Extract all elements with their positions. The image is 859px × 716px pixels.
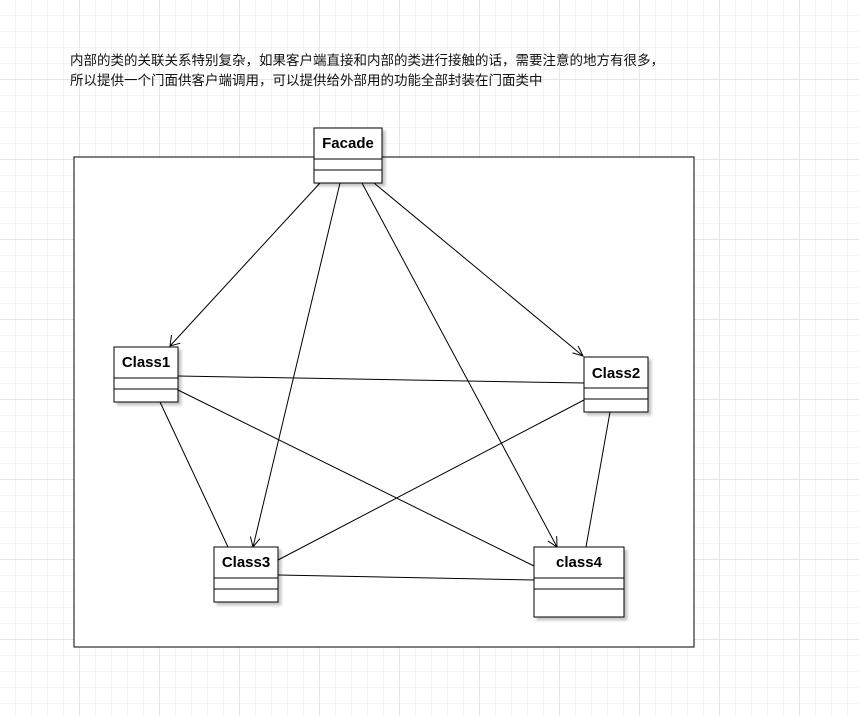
arrow-facade-class3[interactable] (252, 182, 341, 548)
arrowhead-class1 (169, 335, 181, 347)
facade-name: Facade (322, 135, 374, 152)
description-line-1: 内部的类的关联关系特别复杂，如果客户端直接和内部的类进行接触的话，需要注意的地方… (70, 53, 664, 69)
facade-box[interactable] (313, 127, 383, 184)
link-class1-class4[interactable] (177, 389, 535, 567)
class3-name: Class3 (222, 554, 270, 571)
class-box-class1[interactable]: Class1 (113, 346, 179, 403)
description-line-2: 所以提供一个门面供客户端调用，可以提供给外部用的功能全部封装在门面类中 (70, 73, 543, 89)
arrowhead-class2 (572, 345, 584, 357)
facade-associations (169, 182, 584, 549)
link-class1-class3[interactable] (159, 401, 229, 548)
internal-associations (159, 375, 611, 581)
link-class1-class2[interactable] (177, 375, 585, 384)
class1-box[interactable] (113, 346, 179, 403)
class4-box[interactable] (533, 546, 625, 618)
class-box-class2[interactable]: Class2 (583, 356, 649, 413)
class-box-class3[interactable]: Class3 (213, 546, 279, 603)
link-class2-class3[interactable] (277, 399, 585, 561)
class3-box[interactable] (213, 546, 279, 603)
link-class3-class4[interactable] (277, 574, 535, 581)
link-class2-class4[interactable] (585, 411, 611, 548)
class2-box[interactable] (583, 356, 649, 413)
class1-name: Class1 (122, 354, 170, 371)
class-box-facade[interactable]: Facade (313, 127, 383, 184)
class-box-class4[interactable]: class4 (533, 546, 625, 618)
arrow-facade-class2[interactable] (373, 182, 584, 357)
class4-name: class4 (556, 554, 603, 571)
class2-name: Class2 (592, 365, 640, 382)
arrow-facade-class4[interactable] (361, 182, 558, 548)
description-note: 内部的类的关联关系特别复杂，如果客户端直接和内部的类进行接触的话，需要注意的地方… (70, 51, 830, 91)
arrow-facade-class1[interactable] (169, 182, 321, 347)
